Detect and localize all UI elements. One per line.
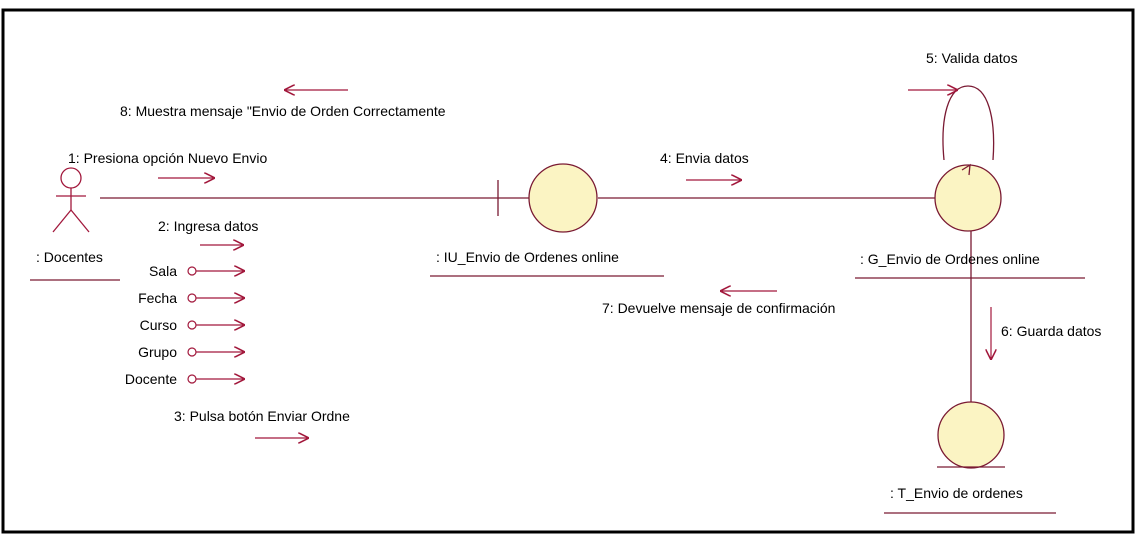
actor-label: : Docentes bbox=[36, 249, 103, 265]
entity-label: : T_Envio de ordenes bbox=[890, 485, 1023, 501]
boundary-label: : IU_Envio de Ordenes online bbox=[436, 249, 619, 265]
self-loop bbox=[942, 85, 995, 161]
param-flow-icon bbox=[187, 374, 197, 384]
param-flow-icon bbox=[187, 293, 197, 303]
param-label: Grupo bbox=[138, 344, 177, 360]
message-3-label: 3: Pulsa botón Enviar Ordne bbox=[174, 408, 350, 424]
param-label: Sala bbox=[149, 263, 177, 279]
boundary-circle bbox=[528, 163, 598, 233]
message-5-label: 5: Valida datos bbox=[926, 50, 1018, 66]
message-4-label: 4: Envia datos bbox=[660, 150, 749, 166]
data-param-sala: Sala bbox=[149, 263, 245, 279]
actor-right-leg bbox=[70, 209, 90, 233]
data-param-grupo: Grupo bbox=[138, 344, 245, 360]
param-label: Curso bbox=[140, 317, 178, 333]
message-8-label: 8: Muestra mensaje "Envio de Orden Corre… bbox=[120, 103, 446, 119]
data-param-fecha: Fecha bbox=[138, 290, 245, 306]
message-6-label: 6: Guarda datos bbox=[1001, 323, 1101, 339]
data-param-curso: Curso bbox=[140, 317, 245, 333]
control-object[interactable] bbox=[934, 163, 1002, 232]
actor-docentes[interactable] bbox=[52, 167, 90, 233]
message-1-label: 1: Presiona opción Nuevo Envio bbox=[68, 150, 267, 166]
boundary-object[interactable] bbox=[497, 163, 598, 233]
entity-circle bbox=[937, 401, 1005, 469]
param-flow-icon bbox=[187, 347, 197, 357]
param-label: Docente bbox=[125, 371, 177, 387]
param-label: Fecha bbox=[138, 290, 177, 306]
message-2-label: 2: Ingresa datos bbox=[158, 218, 258, 234]
control-arrowhead bbox=[961, 163, 971, 176]
diagram-frame bbox=[1, 8, 1135, 534]
param-flow-icon bbox=[187, 266, 197, 276]
entity-object[interactable] bbox=[937, 401, 1005, 469]
control-circle bbox=[934, 164, 1002, 232]
actor-head bbox=[60, 167, 82, 189]
param-flow-icon bbox=[187, 320, 197, 330]
actor-left-leg bbox=[52, 209, 72, 233]
control-label: : G_Envio de Ordenes online bbox=[860, 251, 1040, 267]
data-param-docente: Docente bbox=[125, 371, 245, 387]
message-7-label: 7: Devuelve mensaje de confirmación bbox=[602, 300, 835, 316]
